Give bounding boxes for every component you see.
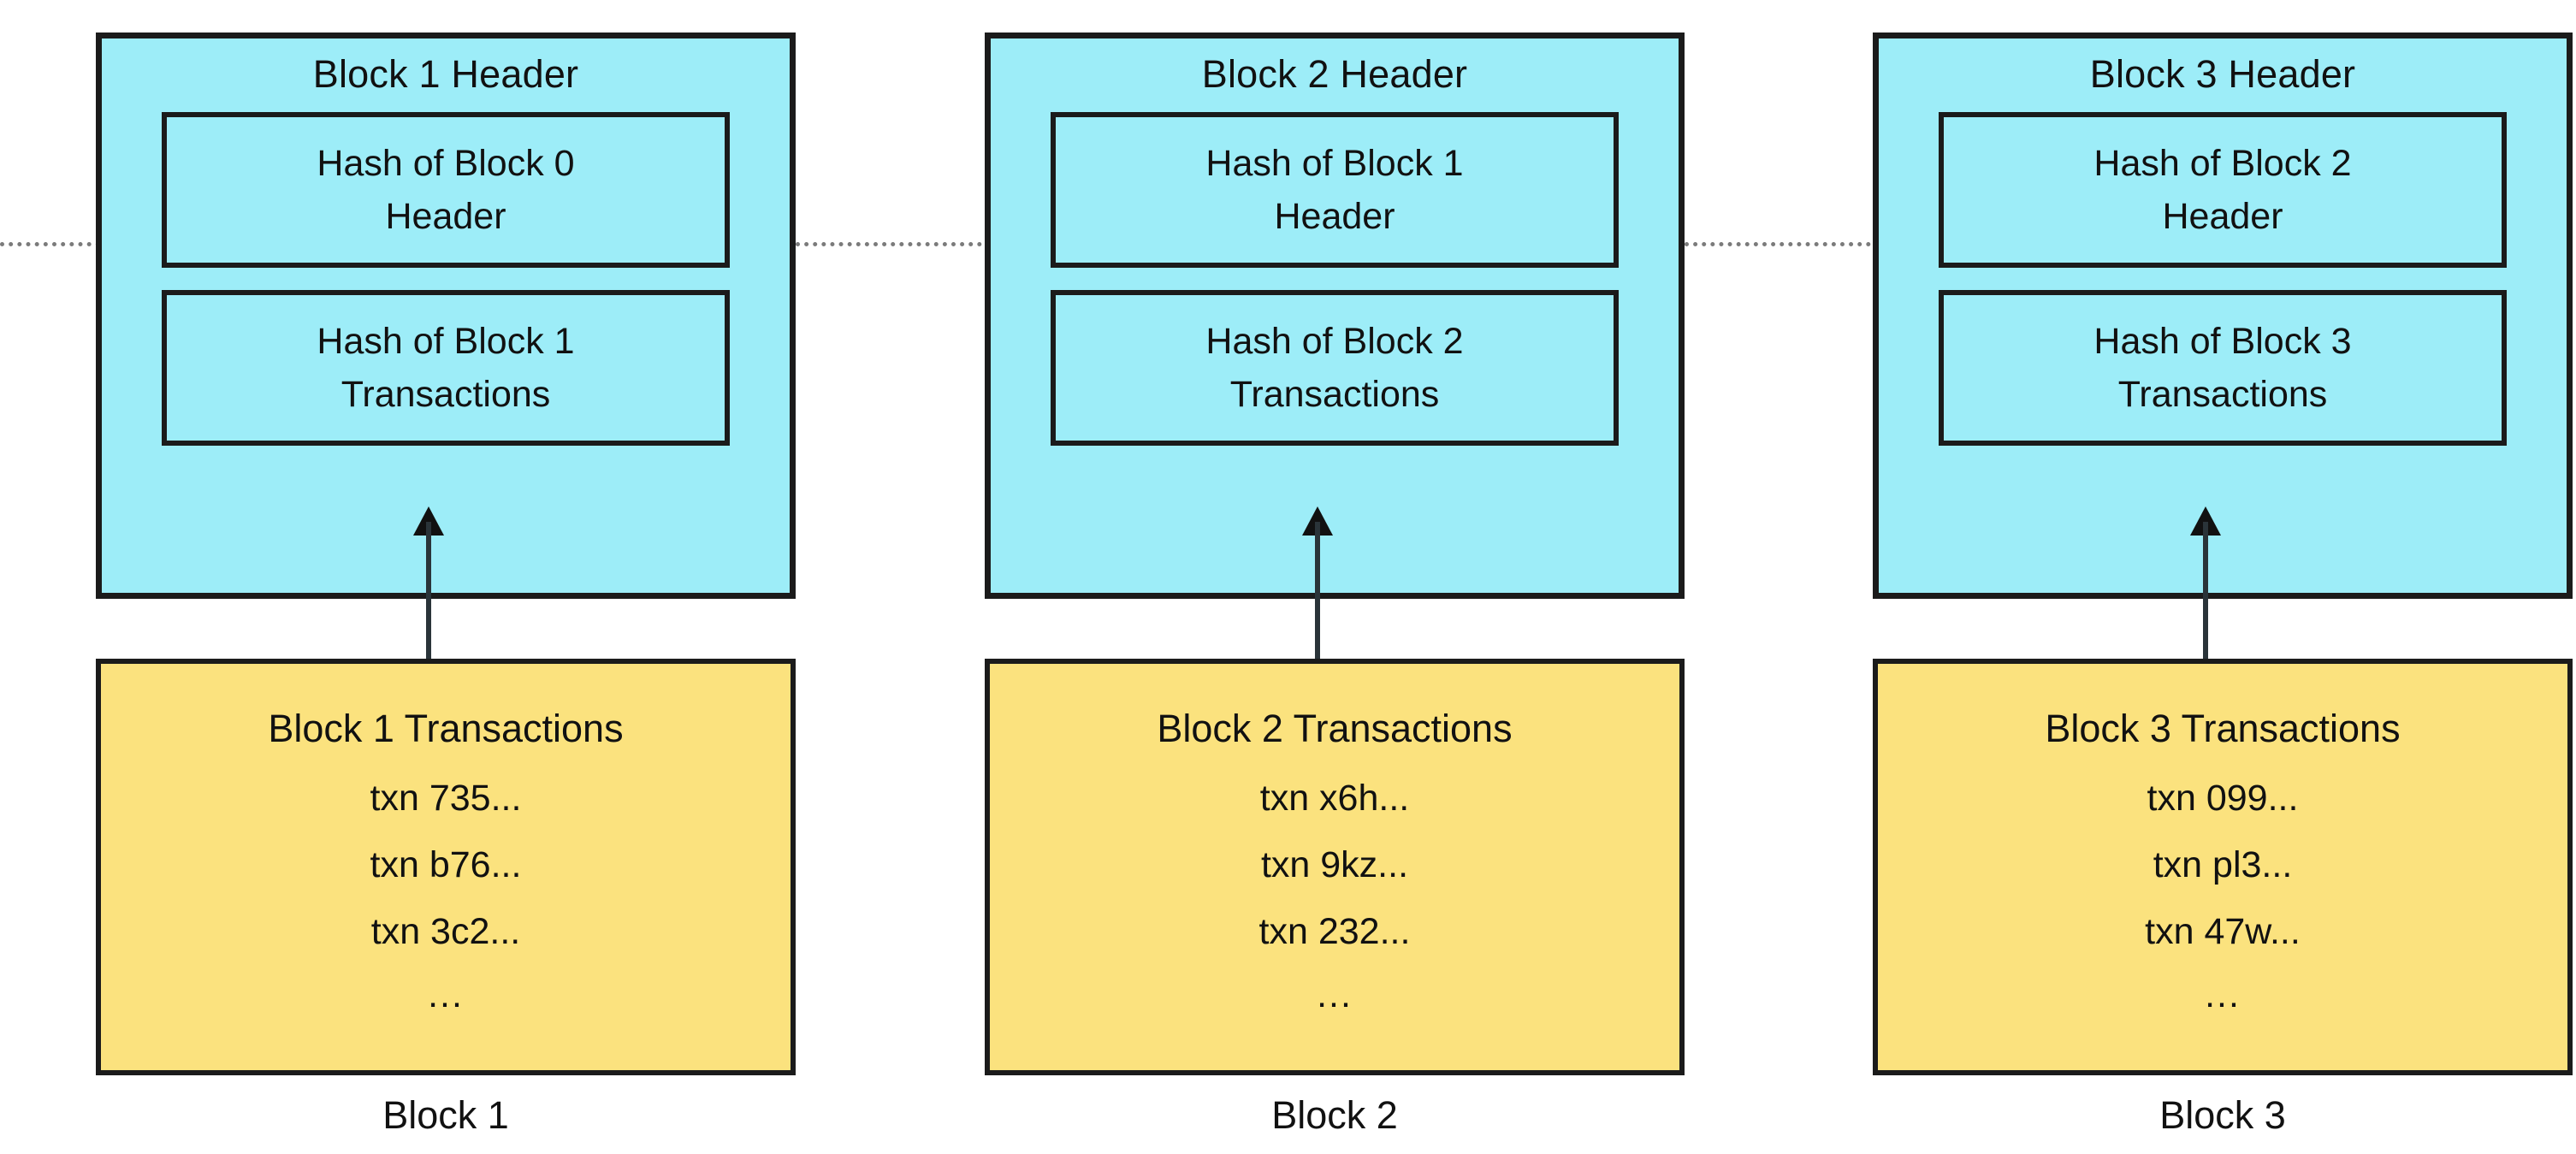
txn-to-header-arrow-1 <box>412 506 446 662</box>
prev-block-hash-line2: Header <box>1274 196 1395 237</box>
block-header-box-1: Block 1 Header Hash of Block 0 Header Ha… <box>96 33 796 599</box>
block-caption-3: Block 3 <box>2159 1093 2286 1137</box>
transactions-hash-line1: Hash of Block 2 <box>1205 321 1464 362</box>
block-header-title-1: Block 1 Header <box>312 52 579 96</box>
transaction-item: txn 232... <box>1258 910 1411 952</box>
block-header-box-2: Block 2 Header Hash of Block 1 Header Ha… <box>985 33 1685 599</box>
block-header-column-1: Block 1 Header Hash of Block 0 Header Ha… <box>96 33 796 599</box>
block-transactions-box-1: Block 1 Transactions txn 735... txn b76.… <box>96 659 796 1075</box>
transaction-items-ellipsis: ... <box>1317 974 1353 1015</box>
transactions-hash-field-2: Hash of Block 2 Transactions <box>1051 290 1619 446</box>
dotted-line <box>1685 242 1905 246</box>
transactions-hash-line2: Transactions <box>1229 374 1440 415</box>
block-transactions-box-3: Block 3 Transactions txn 099... txn pl3.… <box>1873 659 2573 1075</box>
txn-to-header-arrow-2 <box>1300 506 1335 662</box>
txn-to-header-arrow-3 <box>2188 506 2223 662</box>
transaction-items-ellipsis: ... <box>428 974 464 1015</box>
block-header-box-3: Block 3 Header Hash of Block 2 Header Ha… <box>1873 33 2573 599</box>
prev-block-hash-line2: Header <box>2162 196 2283 237</box>
transactions-hash-field-3: Hash of Block 3 Transactions <box>1939 290 2507 446</box>
block-header-column-3: Block 3 Header Hash of Block 2 Header Ha… <box>1873 33 2573 599</box>
prev-block-hash-field-3: Hash of Block 2 Header <box>1939 112 2507 268</box>
block-transactions-title-2: Block 2 Transactions <box>1157 706 1513 750</box>
arrow-shaft <box>2203 522 2208 662</box>
transaction-item: txn pl3... <box>2153 843 2293 885</box>
dotted-line <box>796 242 1016 246</box>
prev-block-hash-field-1: Hash of Block 0 Header <box>162 112 730 268</box>
block-header-title-3: Block 3 Header <box>2089 52 2356 96</box>
transaction-item: txn 9kz... <box>1260 843 1409 885</box>
transaction-item: txn b76... <box>370 843 522 885</box>
transaction-item: txn 47w... <box>2145 910 2301 952</box>
block-caption-2: Block 2 <box>1271 1093 1398 1137</box>
block-transactions-title-1: Block 1 Transactions <box>268 706 624 750</box>
transactions-hash-line2: Transactions <box>2117 374 2328 415</box>
transactions-hash-line2: Transactions <box>341 374 551 415</box>
transaction-item: txn x6h... <box>1259 777 1410 819</box>
transaction-item: txn 099... <box>2147 777 2299 819</box>
dotted-line <box>0 242 152 246</box>
arrow-shaft <box>1315 522 1320 662</box>
prev-block-hash-line2: Header <box>385 196 506 237</box>
block-caption-1: Block 1 <box>382 1093 509 1137</box>
block-transactions-title-3: Block 3 Transactions <box>2045 706 2401 750</box>
arrow-shaft <box>426 522 431 662</box>
transactions-hash-field-1: Hash of Block 1 Transactions <box>162 290 730 446</box>
prev-block-hash-field-2: Hash of Block 1 Header <box>1051 112 1619 268</box>
prev-block-hash-line1: Hash of Block 1 <box>1205 143 1464 184</box>
transactions-hash-line1: Hash of Block 1 <box>317 321 575 362</box>
transaction-items-ellipsis: ... <box>2205 974 2241 1015</box>
block-header-title-2: Block 2 Header <box>1201 52 1468 96</box>
transactions-hash-line1: Hash of Block 3 <box>2093 321 2352 362</box>
prev-block-hash-line1: Hash of Block 0 <box>317 143 575 184</box>
transaction-item: txn 735... <box>370 777 522 819</box>
prev-block-hash-line1: Hash of Block 2 <box>2093 143 2352 184</box>
block-transactions-box-2: Block 2 Transactions txn x6h... txn 9kz.… <box>985 659 1685 1075</box>
block-header-column-2: Block 2 Header Hash of Block 1 Header Ha… <box>985 33 1685 599</box>
transaction-item: txn 3c2... <box>370 910 521 952</box>
